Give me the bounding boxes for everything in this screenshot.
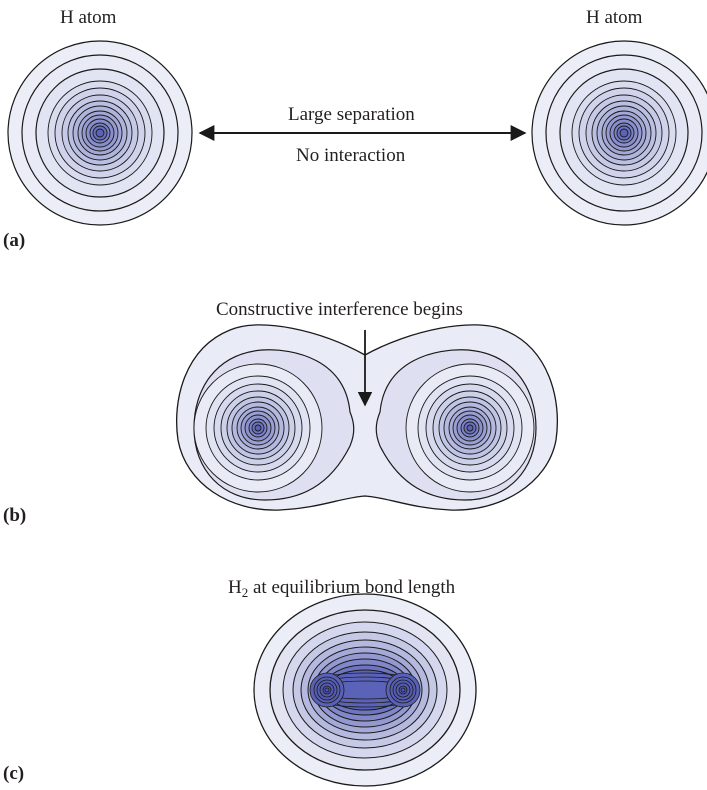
lobe-contour-ring — [254, 424, 262, 432]
left-atom-label: H atom — [60, 7, 117, 28]
panel-a-tag: (a) — [3, 230, 26, 251]
h2-title: H2 at equilibrium bond length — [228, 577, 455, 601]
h2-title-main: H — [228, 577, 242, 598]
interference-annotation: Constructive interference begins — [216, 299, 463, 320]
h2-molecule-contours — [253, 593, 477, 787]
h2-title-subscript: 2 — [241, 585, 249, 600]
right-h-atom-contours — [531, 40, 707, 226]
h2-title-rest: at equilibrium bond length — [248, 577, 456, 598]
left-h-atom-contours — [7, 40, 193, 226]
contour-ring — [95, 128, 105, 138]
lobe-contour-ring — [466, 424, 474, 432]
right-atom-label: H atom — [586, 7, 643, 28]
separation-label: Large separation — [288, 104, 415, 125]
nucleus-contour-ring — [400, 687, 406, 693]
contour-ring — [619, 128, 629, 138]
interaction-label: No interaction — [296, 145, 406, 166]
panel-b-tag: (b) — [3, 505, 27, 526]
panel-c-tag: (c) — [3, 763, 25, 784]
nucleus-contour-ring — [324, 687, 330, 693]
overlapping-orbitals-contours — [175, 324, 559, 511]
